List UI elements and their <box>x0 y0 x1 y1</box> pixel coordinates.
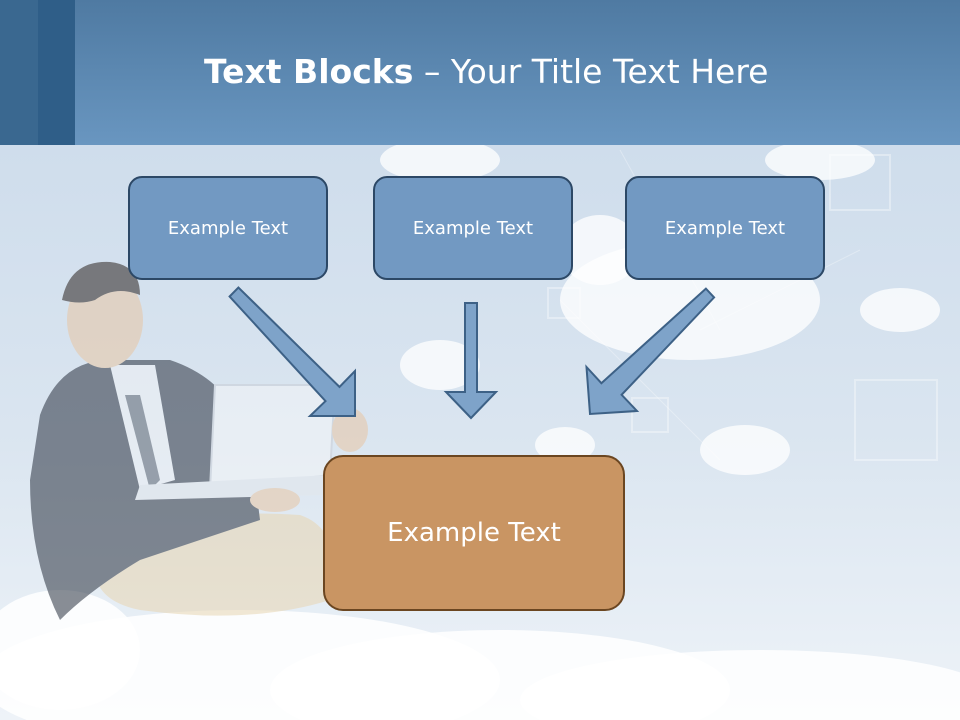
slide-title: Text Blocks – Your Title Text Here <box>204 52 768 102</box>
arrow-left <box>228 286 356 417</box>
text-block-2-label: Example Text <box>412 217 534 239</box>
text-block-1: Example Text <box>128 176 328 280</box>
text-block-3: Example Text <box>625 176 825 280</box>
target-text-block: Example Text <box>323 455 625 611</box>
text-block-2: Example Text <box>373 176 573 280</box>
target-text-block-label: Example Text <box>387 518 561 548</box>
text-block-3-label: Example Text <box>664 217 786 239</box>
header-accent-stripe-dark <box>38 0 75 145</box>
slide-title-rest: – Your Title Text Here <box>413 52 769 91</box>
arrow-right <box>585 287 716 416</box>
slide-title-bold: Text Blocks <box>204 52 414 91</box>
text-block-1-label: Example Text <box>167 217 289 239</box>
arrow-center <box>443 302 499 420</box>
header-accent-stripe <box>0 0 38 145</box>
header-band <box>0 0 960 145</box>
